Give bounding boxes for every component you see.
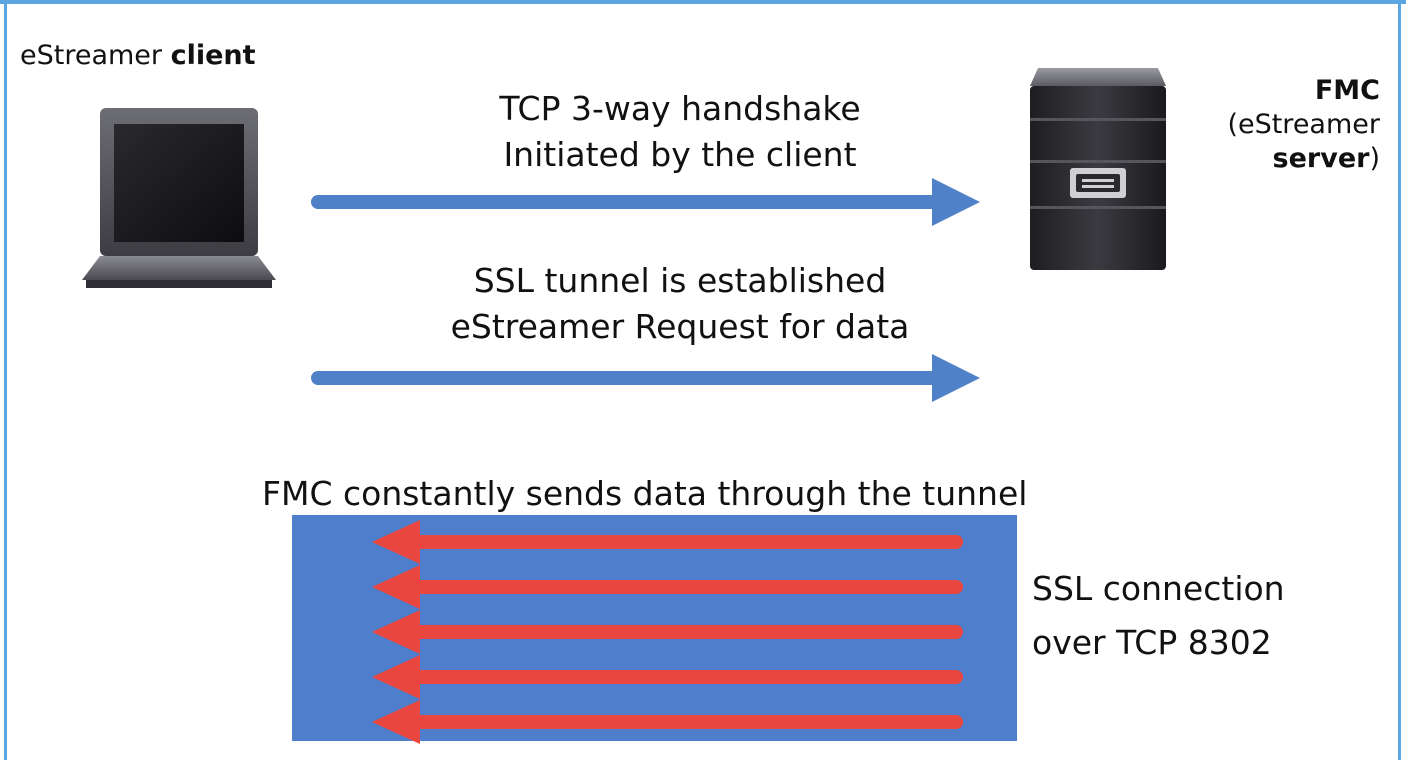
server-label-name: FMC bbox=[1314, 75, 1380, 106]
server-label-role: (eStreamer bbox=[1227, 109, 1380, 140]
frame-right-border bbox=[1398, 4, 1401, 760]
data-arrow bbox=[372, 520, 963, 564]
handshake-label: TCP 3-way handshake Initiated by the cli… bbox=[499, 89, 861, 174]
server-label-role-end: server) bbox=[1272, 143, 1380, 174]
frame-top-border bbox=[0, 0, 1406, 4]
client-label: eStreamer client bbox=[20, 40, 256, 71]
data-arrow bbox=[372, 700, 963, 744]
server-label: FMC (eStreamer server) bbox=[1180, 74, 1380, 176]
tunnel-title: FMC constantly sends data through the tu… bbox=[262, 474, 1028, 513]
ssl-connection-note: SSL connection over TCP 8302 bbox=[1032, 569, 1285, 662]
data-arrow bbox=[372, 565, 963, 609]
handshake-arrow bbox=[311, 178, 980, 226]
server-icon bbox=[1030, 68, 1166, 270]
data-arrow bbox=[372, 655, 963, 699]
laptop-icon bbox=[82, 108, 276, 288]
request-arrow bbox=[311, 354, 980, 402]
data-arrow bbox=[372, 610, 963, 654]
request-label: SSL tunnel is established eStreamer Requ… bbox=[450, 261, 910, 346]
frame-left-border bbox=[4, 4, 7, 760]
